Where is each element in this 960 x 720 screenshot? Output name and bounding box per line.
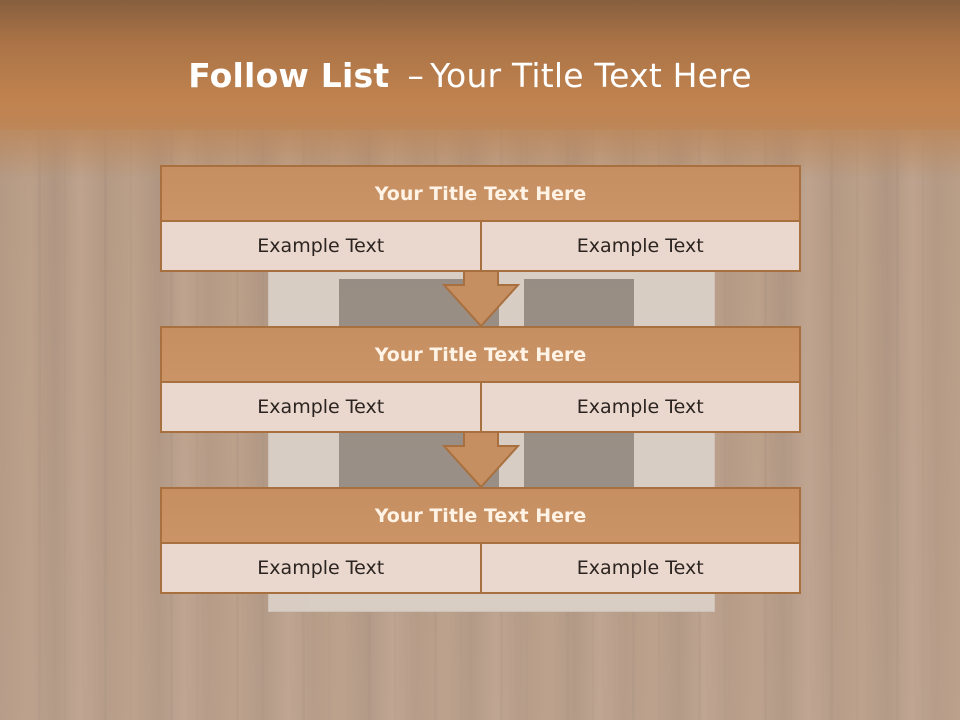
block-title: Your Title Text Here <box>160 487 801 544</box>
title-rest: Your Title Text Here <box>430 56 752 95</box>
block-cell-left: Example Text <box>257 557 385 579</box>
title-bar <box>0 0 960 130</box>
block-cell-right: Example Text <box>479 222 800 270</box>
list-block-3: Your Title Text Here Example Text Exampl… <box>160 487 801 594</box>
list-block-1: Your Title Text Here Example Text Exampl… <box>160 165 801 272</box>
block-row: Example Text Example Text <box>160 222 801 272</box>
block-title: Your Title Text Here <box>160 326 801 383</box>
list-block-2: Your Title Text Here Example Text Exampl… <box>160 326 801 433</box>
block-cell-right: Example Text <box>479 383 800 431</box>
block-row: Example Text Example Text <box>160 383 801 433</box>
block-cell-left: Example Text <box>257 396 385 418</box>
down-arrow-icon <box>441 432 521 488</box>
title-bold: Follow List <box>188 56 390 95</box>
block-cell-right: Example Text <box>479 544 800 592</box>
down-arrow-icon <box>441 271 521 327</box>
title-dash: – <box>407 56 425 95</box>
slide-title: Follow List–Your Title Text Here <box>0 56 940 95</box>
block-row: Example Text Example Text <box>160 544 801 594</box>
block-cell-left: Example Text <box>257 235 385 257</box>
block-title: Your Title Text Here <box>160 165 801 222</box>
